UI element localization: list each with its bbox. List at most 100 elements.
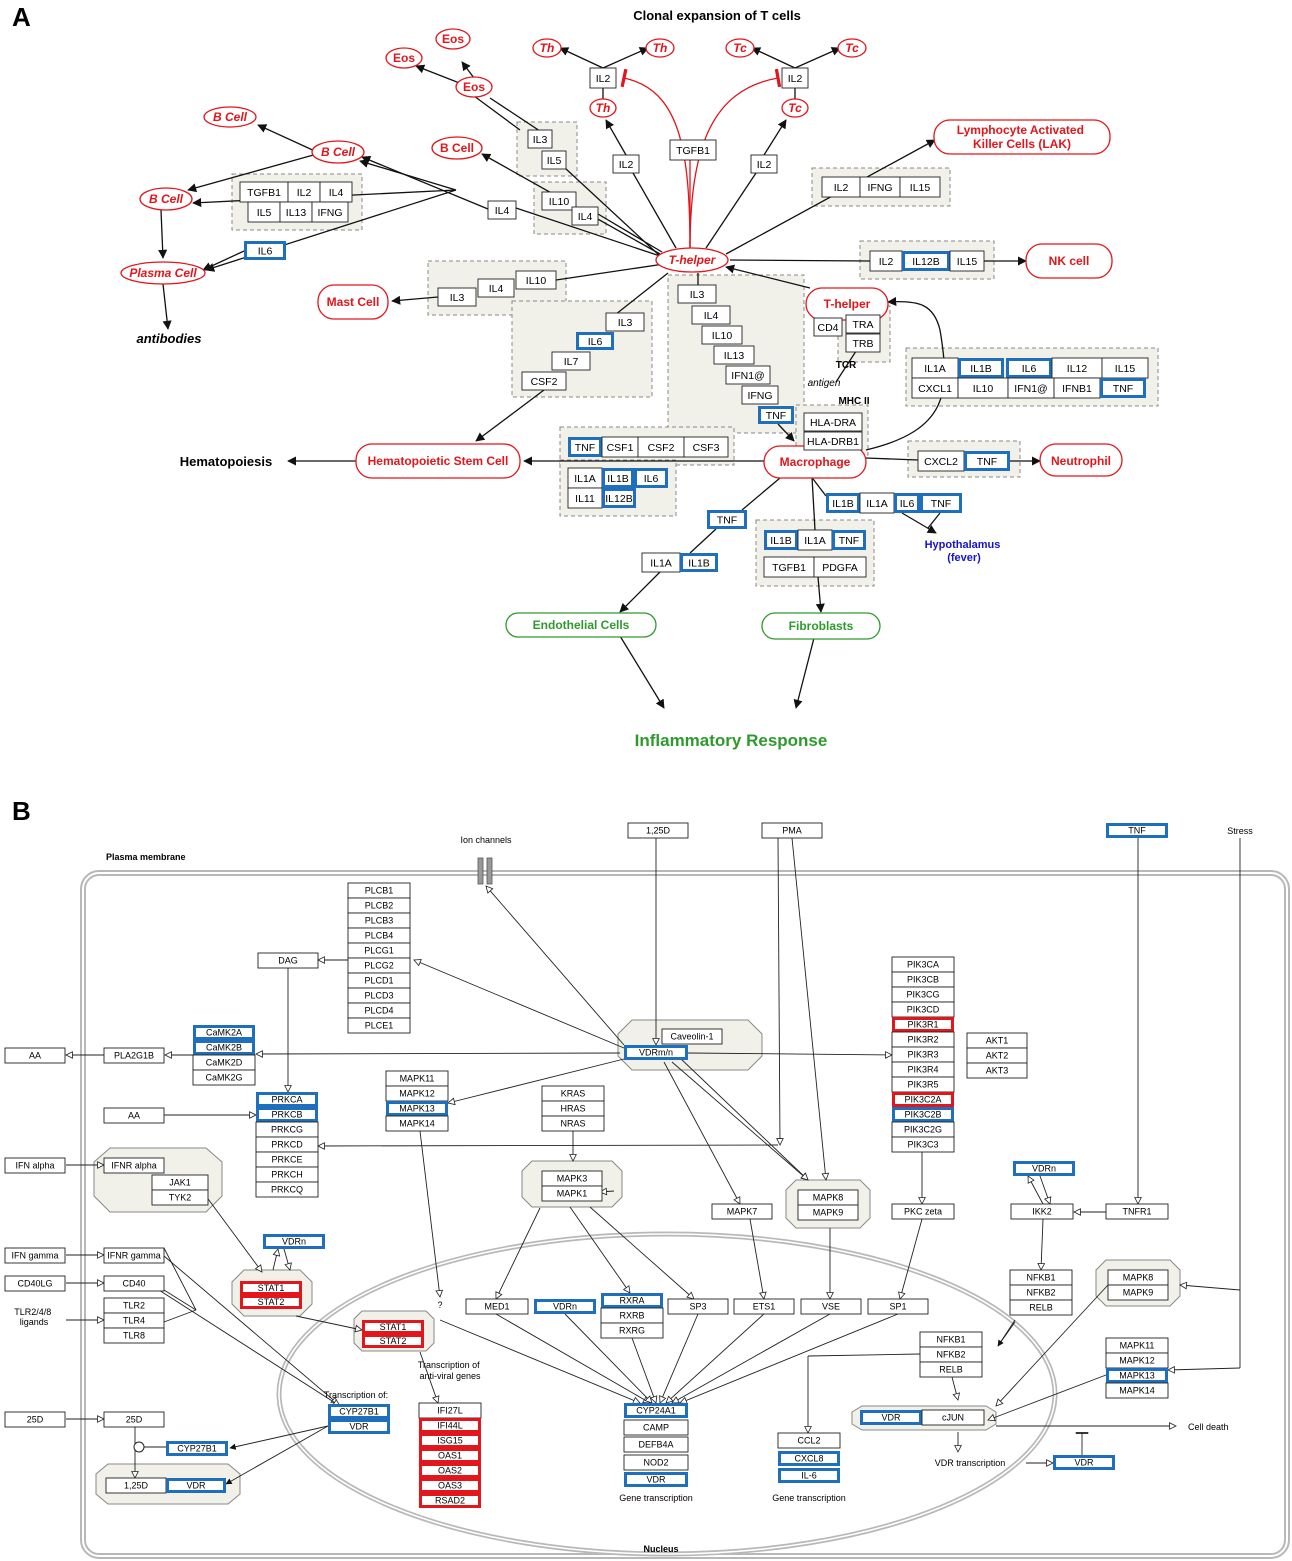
lak-line: Lymphocyte Activated [957,123,1084,137]
b-gene-label: AA [128,1111,140,1121]
eos-cell-label: Eos [463,80,485,94]
a-gene-label: IFNG [747,390,772,402]
a-gene-label: IL12B [605,493,632,505]
b-gene-box [4,1047,66,1064]
b-gene-box [797,1204,859,1221]
hematopoiesis-label: Hematopoiesis [180,454,272,469]
ion-channel-icon [477,857,484,885]
a-gene-box [589,67,617,89]
b-gene-label: RXRA [619,1296,644,1306]
a-gene-box [902,251,950,271]
a-gene-label: PDGFA [822,562,858,574]
a-gene-label: IL15 [957,256,978,268]
b-gene-box [103,1327,165,1344]
b-gene-label: OAS3 [438,1481,462,1491]
b-gene-box [1107,1284,1169,1301]
b-gene-label: PLCB2 [365,901,394,911]
a-gene-box [541,150,567,170]
b-gene-box [867,1298,929,1315]
plasma-membrane-label: Plasma membrane [106,852,186,862]
a-gene-label: IL7 [564,356,579,368]
th-cell-label: Th [596,101,611,115]
tlr-ligands-line: ligands [20,1317,49,1327]
b-gene-label: IKK2 [1032,1207,1052,1217]
a-gene-label: TNF [1113,383,1133,395]
b-gene-label: PLCD1 [364,976,393,986]
a-gene-label: IL2 [297,187,312,199]
nucleus [276,1231,1058,1557]
b-gene-label: 25D [27,1415,44,1425]
b-gene-label: TLR8 [123,1331,145,1341]
a-gene-label: IL4 [578,211,593,223]
b-gene-label: TNF [1128,826,1146,836]
mast-cell-label: Mast Cell [327,295,380,309]
b-gene-label: MED1 [484,1302,509,1312]
a-gene-label: IL2 [879,256,894,268]
b-gene-box [166,1441,228,1456]
b-gene-label: AKT1 [986,1036,1009,1046]
eos-cell-label: Eos [393,51,415,65]
b-gene-box [1106,823,1168,838]
a-gene-box [551,351,591,371]
b-gene-label: CaMK2A [206,1028,242,1038]
b-gene-label: PRKCQ [271,1185,303,1195]
b-gene-label: PRKCG [271,1125,303,1135]
panel-a-title: Clonal expansion of T cells [633,8,801,23]
a-gene-label: IL15 [1115,363,1136,375]
a-gene-label: IL5 [547,155,562,167]
vdr-transcription-label: VDR transcription [935,1458,1006,1468]
tcr-label: TCR [836,360,857,371]
neutrophil-label: Neutrophil [1051,454,1111,468]
b-gene-box [761,822,823,839]
b-gene-label: CaMK2G [205,1073,242,1083]
b-gene-box [328,1419,390,1434]
cell-labels: Th Th Th Tc Tc Tc B Cell B Cell B Cell P… [129,41,859,280]
b-gene-label: VSE [822,1302,840,1312]
b-gene-label: KRAS [561,1089,586,1099]
b-gene-label: PRKCH [271,1170,303,1180]
cell-ovals [120,28,1123,479]
b-gene-label: PRKCA [271,1095,302,1105]
inhibit-circle [133,1441,145,1453]
panel-a-red-edges [620,68,782,251]
b-gene-label: PIK3C3 [907,1140,938,1150]
a-gene-box [701,325,743,345]
b-gene-label: Caveolin-1 [670,1032,713,1042]
tlr-ligands-line: TLR2/4/8 [14,1307,51,1317]
b-gene-label: HRAS [560,1104,585,1114]
a-gene-label: TGFB1 [772,562,806,574]
b-gene-box [1105,1382,1169,1399]
a-gene-label: CXCL1 [918,383,952,395]
a-gene-label: IL4 [495,205,510,217]
b-gene-label: SP1 [889,1302,906,1312]
b-gene-box [667,1298,729,1315]
panel-b-edges [66,837,1241,1478]
b-gene-label: CCL2 [797,1436,820,1446]
a-gene-box [602,488,636,508]
b-gene-box [328,1404,390,1419]
b-gene-label: JAK1 [169,1178,191,1188]
a-gene-label: IL10 [973,383,994,395]
b-gene-box [362,1334,424,1348]
th-cell-label: Th [653,41,668,55]
b-gene-label: TNFR1 [1123,1207,1152,1217]
a-gene-label: IFN1@ [1014,383,1047,395]
b-gene-label: CaMK2D [206,1058,243,1068]
a-gene-box [541,191,577,211]
b-gene-box [192,1069,256,1086]
b-gene-box [151,1189,209,1206]
b-gene-label: AKT3 [986,1066,1009,1076]
a-gene-label: IL1B [832,498,854,510]
b-cell-label: B Cell [149,192,184,206]
b-gene-box [240,1281,302,1295]
a-gene-label: IL2 [757,159,772,171]
b-gene-label: TLR2 [123,1301,145,1311]
a-gene-box [1100,378,1146,398]
b-gene-label: MAPK12 [399,1089,435,1099]
antibodies-label: antibodies [136,331,201,346]
b-gene-box [921,1409,985,1426]
b-gene-label: PIK3R4 [907,1065,938,1075]
b-gene-label: PKC zeta [904,1207,942,1217]
b-cell-label: B Cell [213,110,248,124]
